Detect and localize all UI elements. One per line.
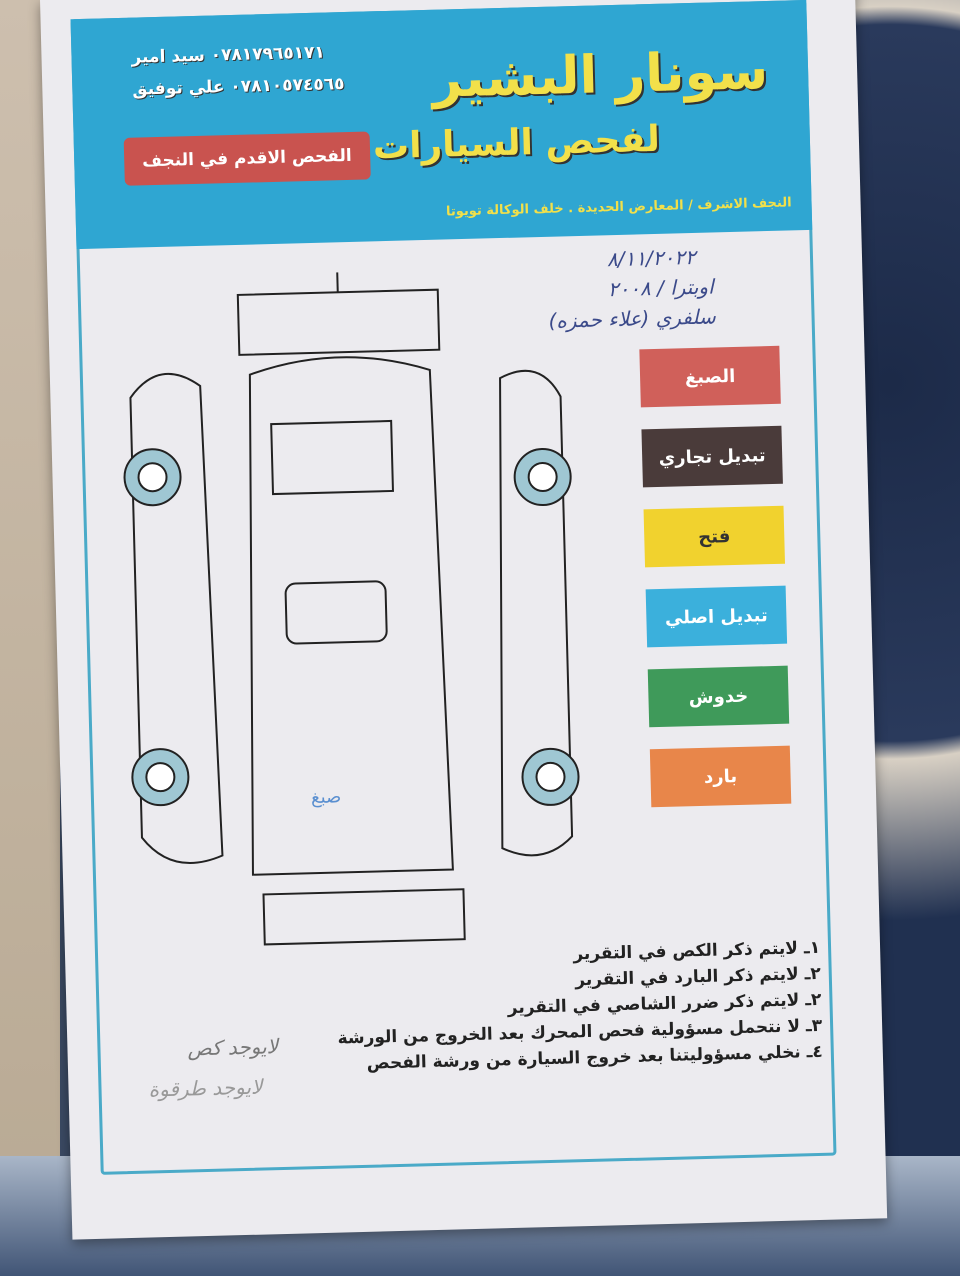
oldest-badge: الفحص الاقدم في النجف: [123, 131, 371, 186]
legend-commercial-replacement: تبديل تجاري: [641, 425, 783, 488]
legend-opened: فتح: [643, 505, 786, 568]
paint-mark: صبغ: [311, 786, 342, 808]
handwritten-note-1: لايوجد كص: [187, 1034, 279, 1061]
handwritten-car: اوبترا / ٢٠٠٨: [607, 274, 714, 302]
legend-paint: الصبغ: [639, 345, 781, 408]
legend-original-replacement: تبديل اصلي: [645, 585, 788, 648]
phone-1: ٠٧٨١٧٩٦٥١٧١ سيد امير: [131, 42, 326, 68]
car-diagram: صبغ: [123, 272, 580, 946]
phone-2: ٠٧٨١٠٥٧٤٥٦٥ علي توفيق: [132, 74, 345, 100]
header-banner: سونار البشير لفحص السيارات النجف الاشرف …: [70, 0, 813, 250]
handwritten-date: ٨/١١/٢٠٢٢: [606, 244, 696, 272]
right-side-view: [499, 369, 574, 857]
rear-bumper-view: [236, 288, 441, 356]
legend-scratches: خدوش: [647, 665, 790, 728]
front-bumper-view: [262, 888, 466, 946]
handwritten-note-2: لايوجد طرقوة: [148, 1074, 263, 1102]
legend-cold-repair: بارد: [649, 745, 792, 808]
shop-title: سونار البشير: [431, 40, 769, 110]
left-side-view: [129, 372, 224, 864]
shop-address: النجف الاشرف / المعارض الحديدة . خلف الو…: [445, 195, 792, 220]
top-view: [248, 356, 454, 876]
inspection-sheet: سونار البشير لفحص السيارات النجف الاشرف …: [40, 0, 888, 1240]
rules-list: ١ـ لايتم ذكر الكص في التقرير ٢ـ لايتم ذك…: [335, 935, 823, 1078]
shop-subtitle: لفحص السيارات: [372, 118, 661, 168]
